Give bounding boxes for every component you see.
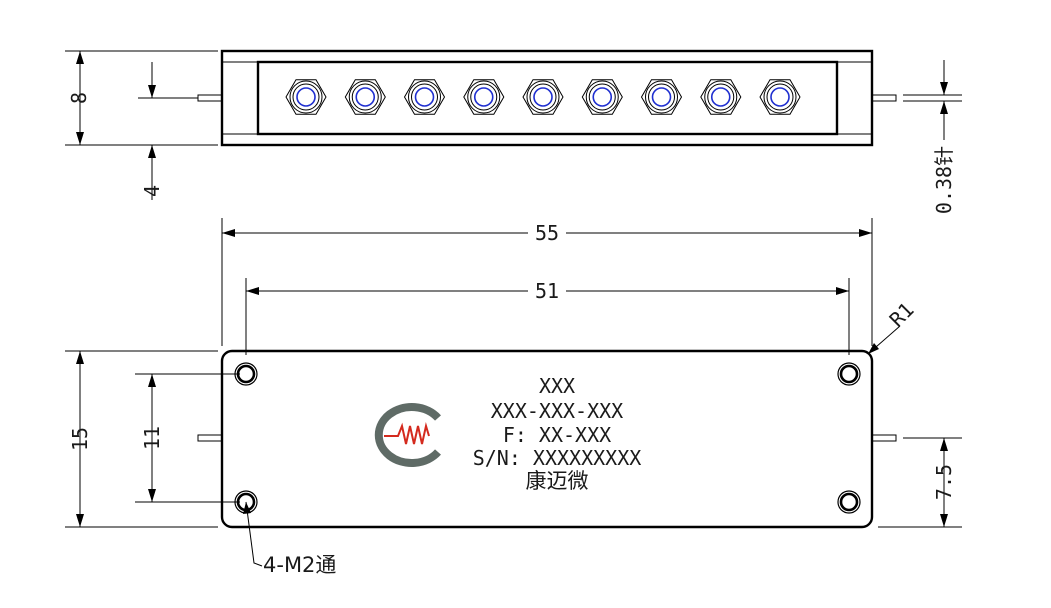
front-left-pin [197,434,223,442]
sma-connector [581,79,623,115]
dim-offset-4: 4 [140,185,164,197]
label-line-4: S/N: XXXXXXXXX [473,446,642,470]
holes-note: 4-M2通 [263,553,336,577]
top-view-body [220,49,874,147]
label-line-1: XXX [539,374,575,398]
dim-hole-spacing-51: 51 [535,279,559,303]
connector-row [285,79,801,115]
dim-hole-spacing-11: 11 [140,426,164,450]
mounting-hole [837,362,861,386]
front-view: XXX XXX-XXX-XXX F: XX-XXX S/N: XXXXXXXXX… [65,298,962,577]
label-line-3: F: XX-XXX [503,423,611,447]
top-view: 8 4 0.38针 [65,49,962,214]
connector-panel [256,60,839,136]
sma-connector [403,79,446,115]
dim-height-15: 15 [68,427,92,451]
mounting-hole [837,490,861,514]
sma-connector [700,79,742,115]
sma-connector [759,79,801,115]
left-pin [197,94,223,102]
dim-radius: R1 [885,298,919,332]
length-dimensions: 55 51 [221,218,873,355]
sma-connector [463,79,505,115]
front-right-pin [871,434,897,442]
dim-pin-diameter: 0.38针 [932,146,956,214]
label-line-2: XXX-XXX-XXX [491,399,623,423]
dim-length-55: 55 [535,221,559,245]
sma-connector [285,79,327,115]
sma-connector [522,79,564,115]
label-line-5: 康迈微 [526,469,589,493]
right-pin [871,94,897,102]
sma-connector [344,79,386,115]
sma-connector [640,79,683,115]
dim-pin-height: 7.5 [932,464,956,500]
dim-height-8: 8 [67,92,91,104]
company-logo [374,403,441,467]
